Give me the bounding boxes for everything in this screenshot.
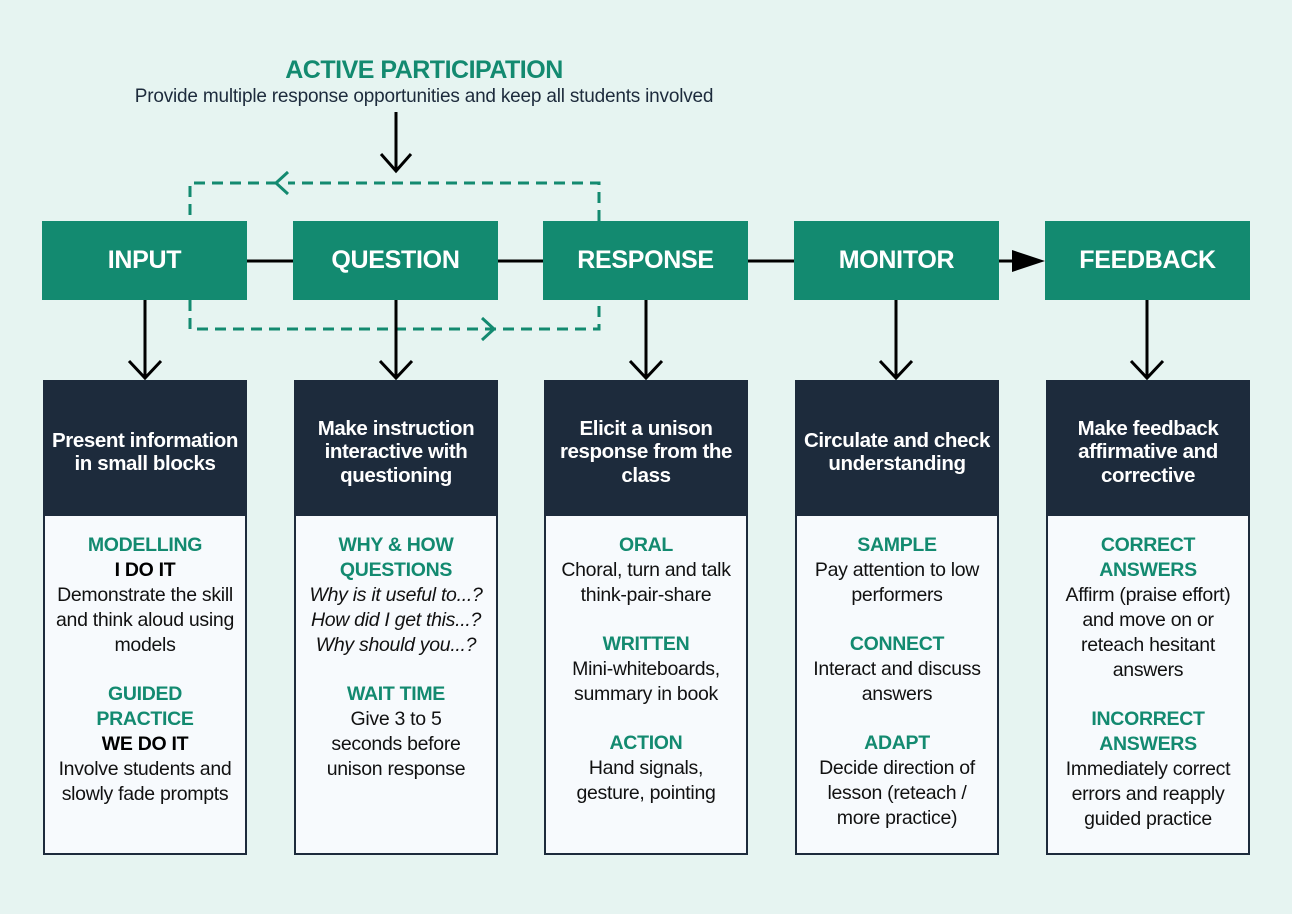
section-examples: Why is it useful to...? How did I get th…	[309, 584, 483, 656]
section-title: WRITTEN	[602, 633, 690, 655]
card-input-title: Present information in small blocks	[45, 382, 245, 516]
dashed-loop-bottom-arrowhead	[480, 316, 497, 342]
stage-feedback: FEEDBACK	[1045, 221, 1250, 300]
section-text: Affirm (praise effort) and move on or re…	[1065, 584, 1231, 681]
card-feedback-body: CORRECT ANSWERS Affirm (praise effort) a…	[1048, 516, 1248, 832]
dashed-loop-top	[188, 181, 601, 221]
section-text: Mini-whiteboards, summary in book	[572, 658, 720, 705]
section-text: Hand signals, gesture, pointing	[576, 757, 716, 804]
section-text: Choral, turn and talk think-pair-share	[561, 559, 731, 606]
header-title: ACTIVE PARTICIPATION	[285, 56, 563, 84]
card-question-body: WHY & HOW QUESTIONS Why is it useful to.…	[296, 516, 496, 782]
card-question: Make instruction interactive with questi…	[294, 380, 498, 855]
section-title: ACTION	[609, 732, 683, 754]
card-monitor: Circulate and check understanding SAMPLE…	[795, 380, 999, 855]
stage-question-label: QUESTION	[331, 246, 460, 274]
feedback-arrowhead	[1012, 250, 1045, 272]
section-title: ORAL	[618, 534, 674, 556]
card-monitor-body: SAMPLE Pay attention to low performers C…	[797, 516, 997, 831]
section-title: CONNECT	[849, 633, 945, 655]
section-title: CORRECT ANSWERS	[1099, 534, 1197, 581]
stage-response-label: RESPONSE	[577, 246, 714, 274]
dashed-loop-bottom	[188, 300, 601, 331]
section-text: Demonstrate the skill and think aloud us…	[55, 584, 234, 656]
section-title: GUIDED PRACTICE	[96, 683, 194, 730]
section-tag: WE DO IT	[101, 733, 189, 755]
section-title: WHY & HOW QUESTIONS	[338, 534, 454, 581]
header-subtitle: Provide multiple response opportunities …	[134, 86, 714, 107]
stage-input: INPUT	[42, 221, 247, 300]
section-text: Interact and discuss answers	[813, 658, 981, 705]
stage-monitor: MONITOR	[794, 221, 999, 300]
section-text: Give 3 to 5 seconds before unison respon…	[326, 708, 466, 780]
stage-monitor-label: MONITOR	[838, 246, 955, 274]
section-text: Decide direction of lesson (reteach / mo…	[819, 757, 975, 829]
dashed-loop-top-arrowhead	[273, 170, 290, 196]
card-input-body: MODELLING I DO IT Demonstrate the skill …	[45, 516, 245, 807]
stage-feedback-label: FEEDBACK	[1079, 246, 1216, 274]
card-input: Present information in small blocks MODE…	[43, 380, 247, 855]
down-arrows	[127, 300, 1165, 381]
stage-input-label: INPUT	[107, 246, 182, 274]
section-text: Involve students and slowly fade prompts	[58, 758, 232, 805]
card-response-title: Elicit a unison response from the class	[546, 382, 746, 516]
section-title: WAIT TIME	[346, 683, 446, 705]
card-feedback: Make feedback affirmative and corrective…	[1046, 380, 1250, 855]
section-title: MODELLING	[87, 534, 203, 556]
stage-response: RESPONSE	[543, 221, 748, 300]
section-text: Pay attention to low performers	[814, 559, 980, 606]
header-arrow	[379, 112, 413, 174]
section-text: Immediately correct errors and reapply g…	[1065, 758, 1231, 830]
section-tag: I DO IT	[114, 559, 176, 581]
card-feedback-title: Make feedback affirmative and corrective	[1048, 382, 1248, 516]
card-question-title: Make instruction interactive with questi…	[296, 382, 496, 516]
section-title: ADAPT	[864, 732, 930, 754]
card-monitor-title: Circulate and check understanding	[797, 382, 997, 516]
section-title: INCORRECT ANSWERS	[1091, 708, 1205, 755]
stage-question: QUESTION	[293, 221, 498, 300]
card-response: Elicit a unison response from the class …	[544, 380, 748, 855]
section-title: SAMPLE	[857, 534, 937, 556]
card-response-body: ORAL Choral, turn and talk think-pair-sh…	[546, 516, 746, 806]
